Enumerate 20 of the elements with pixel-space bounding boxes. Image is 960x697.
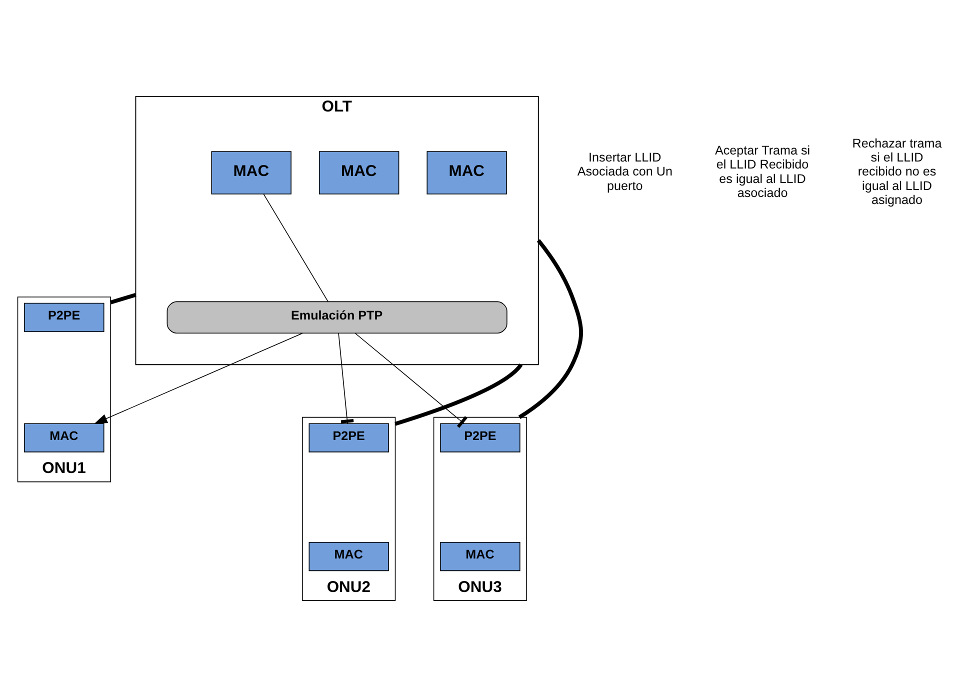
node-box: MAC (440, 542, 520, 572)
node-box: P2PE (308, 423, 389, 452)
node-box: Emulación PTP (166, 301, 508, 334)
label: Rechazar trama si el LLID recibido no es igual al LLID asignado (852, 136, 942, 208)
node-box: MAC (426, 151, 507, 194)
arrow (94, 332, 303, 424)
node-box: MAC (24, 423, 104, 452)
node-box: MAC (211, 151, 292, 194)
node-box: P2PE (24, 302, 104, 332)
label: Insertar LLID Asociada con Un puerto (577, 150, 672, 193)
connector (518, 239, 583, 419)
label: Aceptar Trama si el LLID Recibido es igual al LLID asociado (715, 143, 810, 200)
node-box: P2PE (440, 423, 520, 452)
connector (354, 332, 468, 428)
node-box: MAC (308, 542, 389, 572)
connector (110, 292, 136, 304)
connector (394, 363, 523, 426)
connector (263, 194, 328, 302)
node-box: MAC (318, 151, 400, 194)
connector (338, 332, 354, 424)
